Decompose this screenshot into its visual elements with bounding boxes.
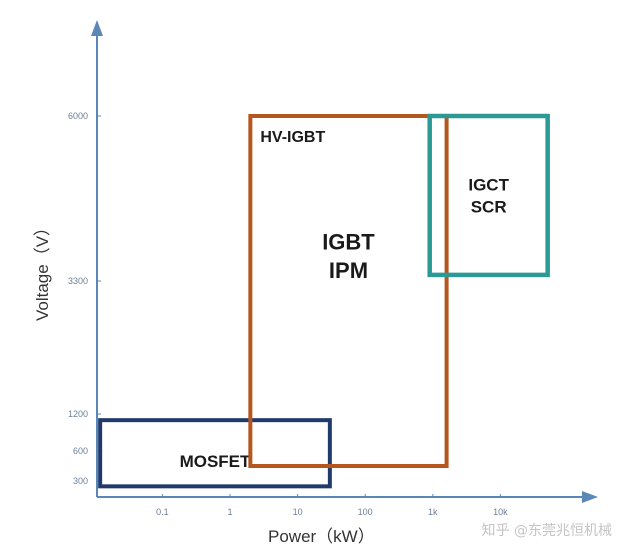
y-tick-label: 3300 (68, 276, 88, 286)
y-tick-label: 6000 (68, 111, 88, 121)
y-tick-label: 600 (73, 446, 88, 456)
axes (91, 20, 598, 503)
x-tick-label: 10 (293, 507, 303, 517)
x-tick-label: 0.1 (156, 507, 169, 517)
region-igct-scr-box (427, 113, 550, 278)
x-axis-title: Power（kW） (268, 527, 375, 546)
x-tick-label: 1 (227, 507, 232, 517)
x-tick-label: 100 (358, 507, 373, 517)
region-igbt-box (248, 114, 449, 468)
region-igbt-label: IPM (329, 258, 368, 283)
ticks: 0.1 1 10 100 1k 10k 300 600 1200 3300 6000 (68, 111, 508, 517)
y-tick-label: 300 (73, 476, 88, 486)
region-igbt-label: IGBT (322, 229, 375, 254)
y-tick-label: 1200 (68, 409, 88, 419)
region-mosfet-label: MOSFET (180, 452, 251, 471)
region-igct-scr-label: SCR (471, 197, 507, 216)
x-tick-label: 10k (493, 507, 508, 517)
x-axis-arrow (582, 491, 598, 503)
watermark: 知乎 @东莞兆恒机械 (482, 522, 612, 539)
region-hv-igbt-label: HV-IGBT (260, 129, 325, 146)
region-igct-scr-label: IGCT (468, 175, 509, 194)
region-mosfet-box (98, 418, 332, 489)
regions: MOSFET IGBT IPM HV-IGBT IGCT SCR (98, 113, 550, 489)
y-axis-title: Voltage（V） (33, 219, 52, 321)
y-axis-arrow (91, 20, 103, 36)
x-tick-label: 1k (428, 507, 438, 517)
